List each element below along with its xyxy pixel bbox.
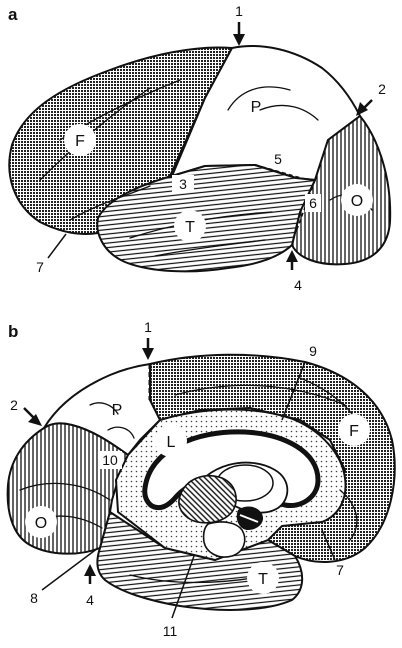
marker-8: 8 (30, 590, 38, 606)
parietal-sulcus (227, 86, 291, 111)
marker-5: 5 (274, 151, 282, 167)
marker-10-backing (98, 451, 122, 469)
occipital-lobe-label: O (351, 193, 363, 210)
panel-a-lateral-view: a F P T O 1 2 3 (8, 3, 392, 293)
panel-b-medial-view: b P F L O T (6, 319, 396, 639)
parieto-temporal-boundary (254, 164, 301, 179)
arrow-1-head (233, 34, 245, 46)
leader-7 (47, 233, 67, 259)
frontal-sulcus (69, 185, 151, 221)
marker-9: 9 (309, 343, 317, 359)
temporal-lobe-label: T (258, 571, 268, 588)
parietal-sulcus (259, 104, 319, 121)
temporal-sulcus (154, 239, 266, 257)
optic-chiasm (239, 514, 259, 523)
marker-11: 11 (163, 623, 178, 639)
frontal-sulcus (174, 384, 346, 406)
occipito-temporal-boundary (295, 179, 316, 233)
frontal-lobe-badge (64, 124, 96, 156)
parietal-lobe-label: P (251, 99, 262, 116)
temporal-lobe-badge (247, 562, 279, 594)
arrow-2 (363, 99, 373, 109)
frontal-lobe-label: F (75, 133, 85, 150)
parietal-sulcus (89, 402, 119, 415)
arrow-2-head (28, 414, 42, 426)
arrow-4-head (286, 250, 298, 262)
leader-7 (321, 529, 336, 561)
marker-6-backing (305, 194, 321, 212)
marker-10: 10 (102, 452, 118, 468)
occipital-lobe-badge (341, 184, 373, 216)
marker-7: 7 (36, 259, 44, 275)
marker-2: 2 (378, 81, 386, 97)
marker-1: 1 (235, 3, 243, 19)
temporal-lobe-badge (174, 210, 206, 242)
marker-2: 2 (10, 397, 18, 413)
brainstem (202, 521, 246, 558)
limbic-lobe-label: L (167, 434, 176, 451)
panel-a-label: a (8, 5, 18, 24)
leader-9 (281, 361, 306, 421)
frontal-lobe-label: F (349, 423, 359, 440)
occipital-lobe-region (291, 115, 392, 266)
marker-7: 7 (336, 562, 344, 578)
marker-6: 6 (309, 195, 317, 211)
parietal-lobe-label: P (112, 402, 123, 419)
frontal-sulcus (339, 489, 358, 541)
marker-1: 1 (144, 319, 152, 335)
temporal-lobe-region (96, 164, 316, 273)
arrow-4-head (84, 564, 96, 576)
arrow-2 (23, 407, 35, 419)
thalamus (178, 474, 237, 524)
leader-11 (171, 555, 195, 619)
occipital-lobe-label: O (35, 515, 47, 532)
arrow-2-head (356, 102, 368, 116)
frontal-lobe-badge (338, 414, 370, 446)
leader-8 (41, 547, 99, 591)
marker-3-backing (172, 175, 194, 192)
parietal-sulcus (107, 426, 135, 439)
frontal-lobe-region (8, 46, 233, 235)
occipital-lobe-badge (25, 506, 57, 538)
marker-3: 3 (179, 176, 187, 192)
occipital-sulcus (19, 482, 111, 501)
arrow-1-head (142, 348, 154, 360)
marker-4: 4 (294, 277, 302, 293)
temporal-lobe-label: T (185, 219, 195, 236)
panel-b-label: b (8, 322, 18, 341)
marker-4: 4 (86, 592, 94, 608)
limbic-lobe-badge (155, 425, 187, 457)
